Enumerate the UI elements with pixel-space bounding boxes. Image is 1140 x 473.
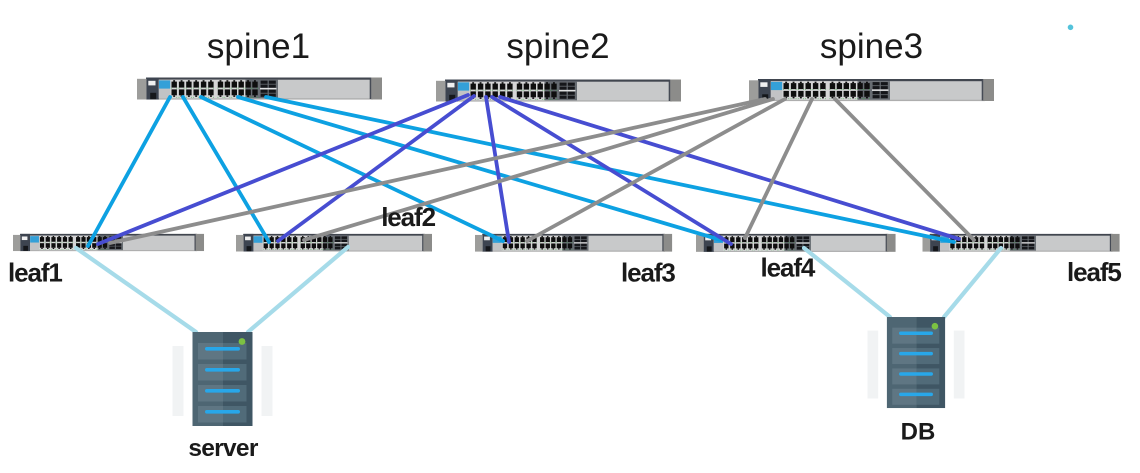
svg-text:DB: DB bbox=[901, 418, 936, 445]
svg-text:spine2: spine2 bbox=[506, 27, 609, 66]
svg-text:leaf2: leaf2 bbox=[381, 202, 435, 232]
svg-text:leaf3: leaf3 bbox=[621, 258, 675, 288]
svg-text:server: server bbox=[188, 435, 259, 462]
svg-text:spine3: spine3 bbox=[820, 27, 923, 66]
svg-text:spine1: spine1 bbox=[207, 27, 310, 66]
svg-text:leaf4: leaf4 bbox=[761, 252, 816, 282]
svg-text:leaf1: leaf1 bbox=[8, 258, 62, 288]
svg-text:leaf5: leaf5 bbox=[1067, 257, 1121, 287]
